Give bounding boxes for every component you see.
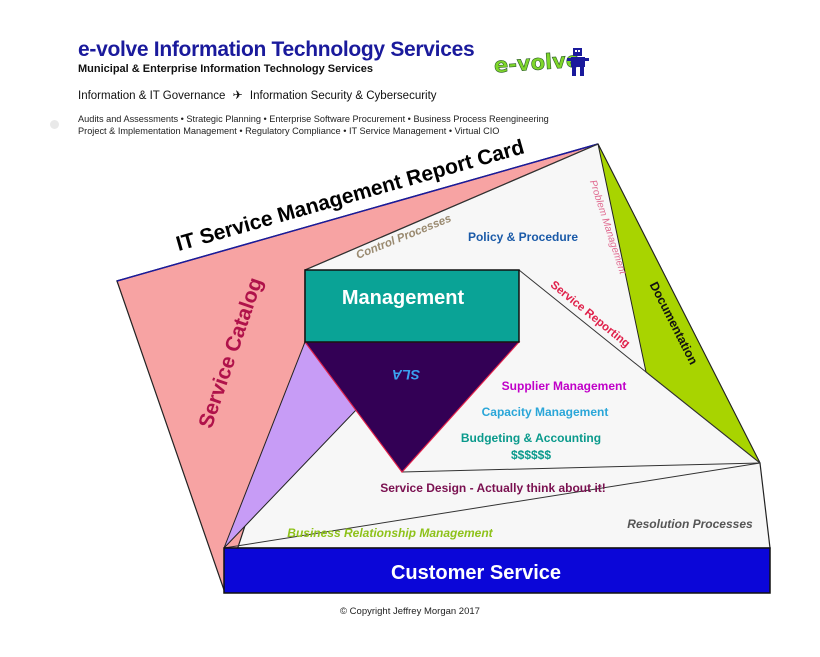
design-baseline (401, 462, 761, 473)
evolve-logo: e-volve (492, 44, 598, 80)
dollars-label: $$$$$$ (511, 448, 551, 462)
management-label: Management (342, 287, 465, 309)
policy-procedure-label: Policy & Procedure (468, 230, 578, 244)
budgeting-accounting-label: Budgeting & Accounting (461, 431, 601, 445)
copyright: © Copyright Jeffrey Morgan 2017 (340, 606, 480, 617)
tagline: Municipal & Enterprise Information Techn… (78, 63, 374, 75)
governance-left: Information & IT Governance (78, 90, 226, 102)
robot-icon (567, 48, 589, 76)
business-relationship-label: Business Relationship Management (287, 526, 493, 540)
inner-right-line (645, 371, 761, 464)
satellite-icon: ✈ (232, 88, 243, 102)
bullet-dot (50, 120, 59, 129)
title-underline (116, 143, 599, 282)
services-list: Audits and Assessments • Strategic Plann… (78, 113, 549, 137)
services-line-2: Project & Implementation Management • Re… (78, 126, 500, 136)
management-box (304, 269, 520, 343)
company-name: e-volve Information Technology Services (78, 38, 475, 61)
customer-service-label: Customer Service (391, 562, 561, 584)
governance-line: Information & IT Governance ✈ Informatio… (78, 88, 437, 102)
business-line (223, 462, 761, 549)
service-design-label: Service Design - Actually think about it… (380, 481, 606, 495)
logo-wordmark: e-volve (493, 48, 581, 78)
control-line (304, 143, 599, 271)
services-line-1: Audits and Assessments • Strategic Plann… (78, 114, 549, 124)
customer-service-bar (223, 547, 771, 594)
reporting-line (518, 269, 647, 373)
header: e-volve Information Technology Services … (0, 0, 820, 140)
supplier-management-label: Supplier Management (502, 379, 627, 393)
sla-label: SLA (392, 367, 420, 383)
governance-right: Information Security & Cybersecurity (249, 90, 437, 102)
resolution-processes-label: Resolution Processes (627, 517, 753, 531)
capacity-management-label: Capacity Management (482, 405, 609, 419)
